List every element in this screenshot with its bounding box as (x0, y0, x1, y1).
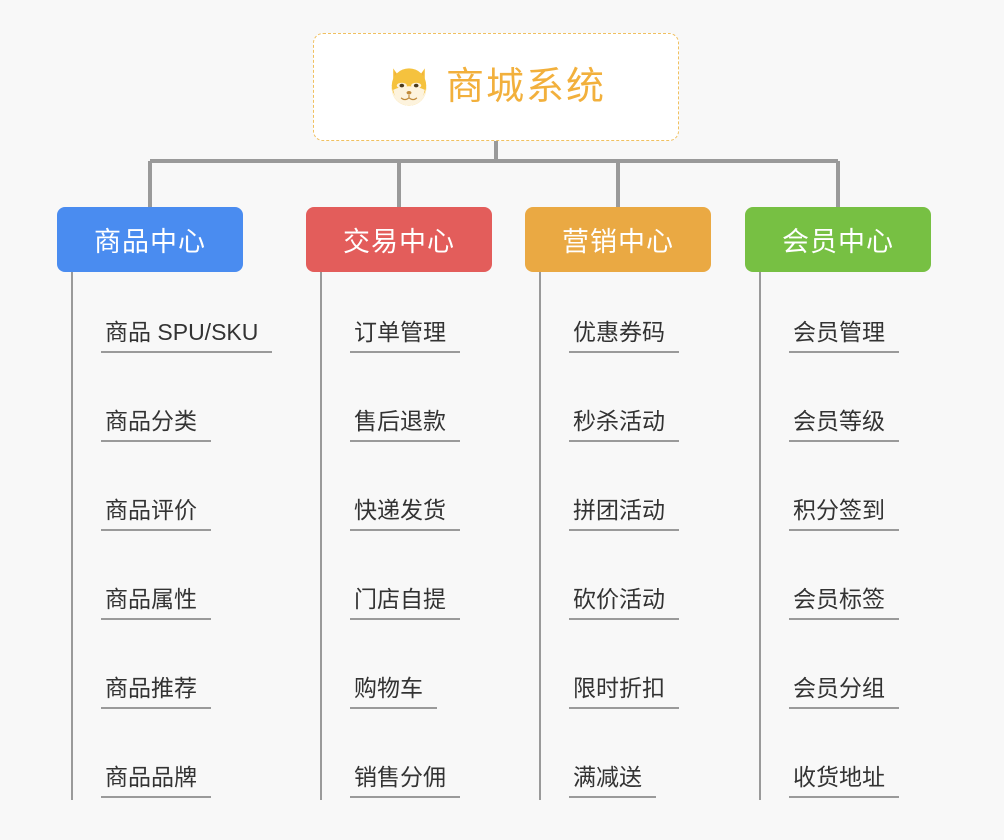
leaf-label: 拼团活动 (569, 497, 679, 531)
category-label: 营销中心 (562, 227, 674, 257)
root-label: 商城系统 (445, 66, 606, 108)
leaf-label: 积分签到 (789, 497, 899, 531)
category-box-product[interactable]: 商品中心 (57, 207, 243, 272)
shiba-dog-icon (391, 68, 427, 106)
category-box-trade[interactable]: 交易中心 (306, 207, 492, 272)
trunk-line (320, 272, 322, 800)
category-box-member[interactable]: 会员中心 (745, 207, 931, 272)
category-label: 交易中心 (343, 227, 455, 257)
leaf-label: 快递发货 (350, 497, 460, 531)
leaf-label: 秒杀活动 (569, 408, 679, 442)
leaf-label: 售后退款 (350, 408, 460, 442)
leaf-label: 会员管理 (789, 319, 899, 353)
leaf-label: 商品属性 (101, 586, 211, 620)
leaf-label: 优惠券码 (569, 319, 679, 353)
leaf-label: 收货地址 (789, 764, 899, 798)
leaf-label: 商品 SPU/SKU (101, 319, 273, 353)
trunk-line (71, 272, 73, 800)
leaf-label: 砍价活动 (569, 586, 679, 620)
leaf-label: 门店自提 (350, 586, 460, 620)
category-label: 商品中心 (94, 227, 206, 257)
leaf-label: 满减送 (569, 764, 656, 798)
leaf-label: 商品评价 (101, 497, 211, 531)
trunk-line (759, 272, 761, 800)
leaf-label: 商品品牌 (101, 764, 211, 798)
trunk-line (539, 272, 541, 800)
leaf-label: 商品推荐 (101, 675, 211, 709)
leaf-label: 销售分佣 (350, 764, 460, 798)
leaf-label: 会员分组 (789, 675, 899, 709)
leaf-label: 购物车 (350, 675, 437, 709)
category-box-marketing[interactable]: 营销中心 (525, 207, 711, 272)
leaf-label: 会员标签 (789, 586, 899, 620)
leaf-label: 会员等级 (789, 408, 899, 442)
leaf-label: 订单管理 (350, 319, 460, 353)
category-label: 会员中心 (782, 227, 894, 257)
leaf-label: 限时折扣 (569, 675, 679, 709)
root-node[interactable]: 商城系统 (313, 33, 679, 141)
leaf-label: 商品分类 (101, 408, 211, 442)
